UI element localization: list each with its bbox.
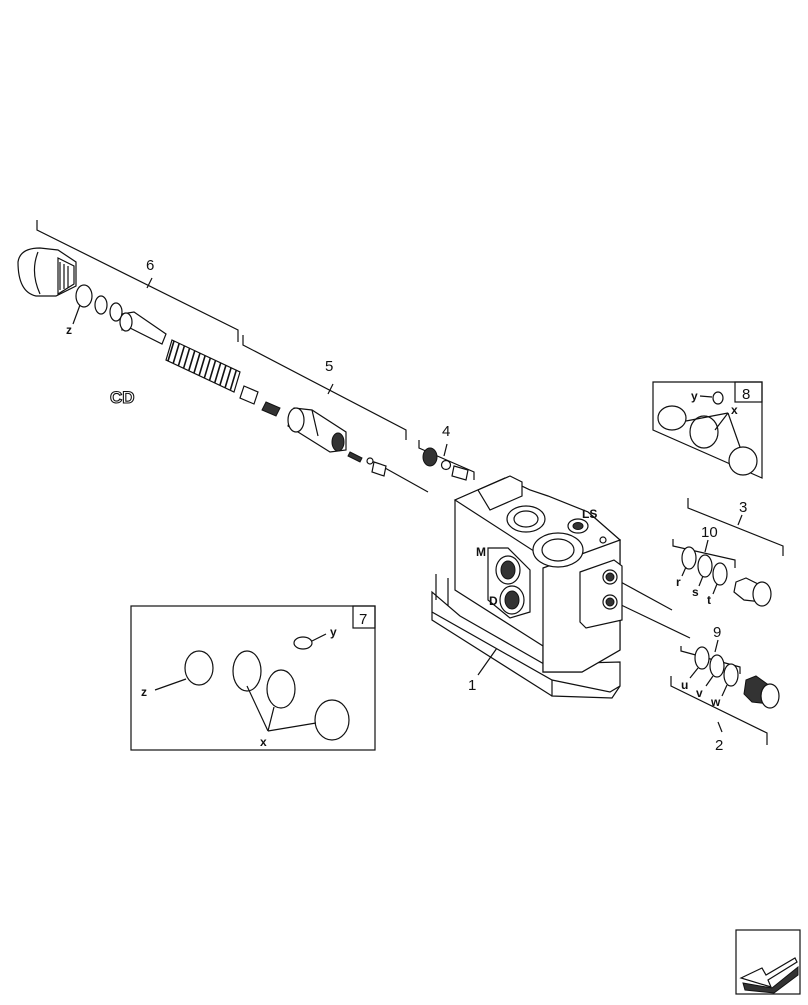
- seal-letter-u: u: [681, 678, 688, 692]
- port-label-d: D: [489, 594, 498, 608]
- inset-8: [652, 381, 763, 479]
- seal-letter-t: t: [707, 593, 711, 607]
- inset-7-y: y: [330, 625, 337, 639]
- inset-7: [130, 605, 376, 751]
- spring-coil: [214, 362, 222, 383]
- spring-coil: [193, 352, 201, 374]
- inset-8-number: 8: [742, 386, 750, 403]
- inset-7-number: 7: [359, 611, 367, 628]
- inset-8-y: y: [691, 389, 698, 403]
- spring-coil: [172, 343, 180, 364]
- callout-10: 10: [701, 524, 718, 541]
- spring-coil: [203, 357, 212, 379]
- seal-letter-r: r: [676, 575, 681, 589]
- seal-letter-z: z: [66, 323, 72, 337]
- inset-8-x: x: [731, 403, 738, 417]
- pin-part: [119, 311, 167, 345]
- poppet-parts: [239, 385, 387, 477]
- callout-1: 1: [468, 677, 476, 694]
- valve-body: [431, 475, 623, 699]
- spring-coil: [177, 345, 186, 367]
- callout-labels: 6 5 4 3 10 9 2 1 CD: [109, 257, 747, 754]
- spring-coil: [224, 367, 232, 388]
- callout-2: 2: [715, 737, 723, 754]
- check-parts: [422, 447, 469, 481]
- spring-coil: [182, 347, 191, 369]
- callout-9: 9: [713, 624, 721, 641]
- leader-lines: [36, 220, 784, 745]
- inset-labels: 7 y z x 8 y x: [141, 386, 750, 749]
- callout-5: 5: [325, 358, 333, 375]
- spring-coil: [198, 355, 206, 376]
- seal-letter-v: v: [696, 686, 703, 700]
- seal-letter-s: s: [692, 585, 699, 599]
- spring-coil: [219, 364, 227, 386]
- spring-coil: [167, 340, 175, 362]
- spring-coil: [229, 369, 238, 391]
- port-label-m: M: [476, 545, 486, 559]
- inset-7-z: z: [141, 685, 147, 699]
- inset-7-x: x: [260, 735, 267, 749]
- port-label-ls: LS: [582, 507, 597, 521]
- plug-assemblies: [681, 546, 780, 709]
- callout-6: 6: [146, 257, 154, 274]
- spring-coil: [188, 350, 196, 371]
- spring-coil: [208, 359, 217, 381]
- seal-letters: z r s t u v w: [66, 323, 721, 709]
- port-labels: LS M D: [476, 507, 597, 608]
- seal-letter-w: w: [710, 695, 721, 709]
- arrow-left-icon[interactable]: [735, 929, 801, 995]
- callout-3: 3: [739, 499, 747, 516]
- callout-4: 4: [442, 423, 450, 440]
- spring-part: [165, 339, 241, 393]
- code-label: CD: [110, 388, 135, 407]
- cap-assembly: [17, 247, 123, 325]
